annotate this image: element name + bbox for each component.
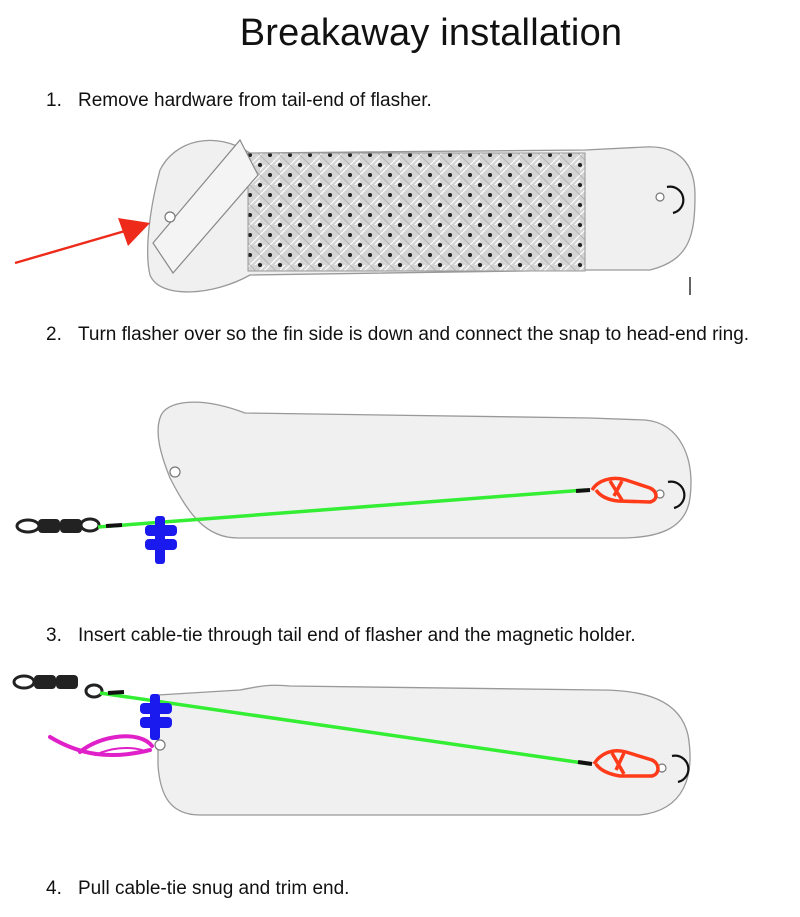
step-text: Remove hardware from tail-end of flasher… [78,90,432,111]
weave-panel [247,152,586,272]
magnet-holder [140,694,172,740]
tail-end-hole [154,739,166,751]
step-number: 3. [46,625,62,646]
head-end-ring [666,185,685,215]
magnet-holder [145,516,177,564]
head-end-ring [667,480,686,510]
arrow-head [118,218,150,246]
step-1: 1. Remove hardware from tail-end of flash… [46,90,432,112]
figure-step-1 [14,138,696,295]
snap [592,749,660,778]
crimp-right [575,488,591,493]
flasher-body [157,401,692,539]
step-number: 2. [46,324,62,345]
step-4: 4. Pull cable-tie snug and trim end. [46,878,349,900]
leader [99,691,591,766]
arrow-shaft [14,229,126,265]
step-number: 4. [46,878,62,899]
page-title: Breakaway installation [239,12,623,54]
step-text: Insert cable-tie through tail end of fla… [78,625,636,646]
tail-end-hole [164,211,176,223]
crimp-left [107,690,125,695]
cable-tie [48,734,154,758]
step-2: 2. Turn flasher over so the fin side is d… [46,324,749,346]
head-end-ring [671,754,690,784]
flasher-body [157,684,691,816]
snap [590,476,658,504]
figure-step-2 [15,401,692,564]
step-3: 3. Insert cable-tie through tail end of f… [46,625,636,647]
crimp-right [577,760,593,766]
step-text: Pull cable-tie snug and trim end. [78,878,350,899]
step-number: 1. [46,90,62,111]
figure-step-3 [12,674,691,816]
leader [97,488,586,529]
crimp-left [105,523,123,528]
tail-end-hole [169,466,181,478]
fin [152,138,259,274]
step-text: Turn flasher over so the fin side is dow… [78,324,750,345]
swivel [15,517,101,534]
head-end-hole [655,192,665,202]
swivel [12,674,104,699]
